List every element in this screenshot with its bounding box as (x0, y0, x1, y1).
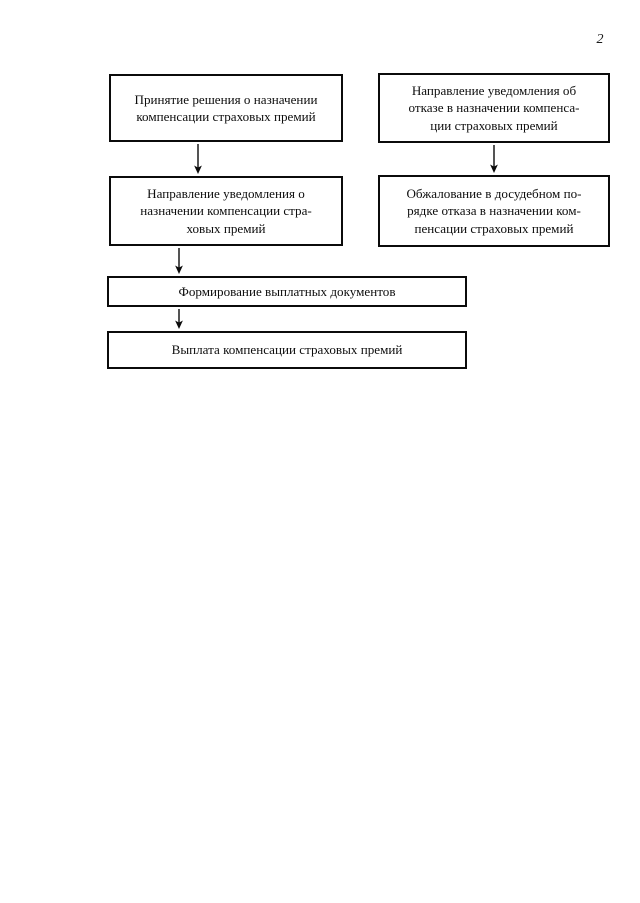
flowchart-node-payout-label: Выплата компенсации страховых премий (171, 342, 403, 358)
flowchart-node-refusal-notice-label: Направление уведомления об отказе в назн… (408, 83, 580, 133)
arrow-down-icon-decision-to-award (191, 144, 205, 174)
flowchart-node-appeal-label: Обжалование в досудебном по- рядке отказ… (406, 186, 582, 236)
flowchart-node-decision-label: Принятие решения о назначении компенсаци… (134, 91, 318, 124)
flowchart-node-payment-documents-label: Формирование выплатных документов (178, 283, 396, 299)
flowchart-node-refusal-notice[interactable]: Направление уведомления об отказе в назн… (378, 73, 610, 143)
page-number: 2 (596, 32, 604, 47)
flowchart-node-decision[interactable]: Принятие решения о назначении компенсаци… (109, 74, 343, 142)
arrow-down-icon-refusal-to-appeal (487, 145, 501, 173)
flowchart-node-payout[interactable]: Выплата компенсации страховых премий (107, 331, 467, 369)
arrow-down-icon-award-to-documents (172, 248, 186, 274)
arrow-down-icon-documents-to-payout (172, 309, 186, 329)
flowchart-node-award-notice-label: Направление уведомления о назначении ком… (140, 186, 312, 236)
flowchart-node-award-notice[interactable]: Направление уведомления о назначении ком… (109, 176, 343, 246)
flowchart-node-payment-documents[interactable]: Формирование выплатных документов (107, 276, 467, 307)
flowchart-node-appeal[interactable]: Обжалование в досудебном по- рядке отказ… (378, 175, 610, 247)
flowchart-diagram: Принятие решения о назначении компенсаци… (0, 0, 640, 400)
